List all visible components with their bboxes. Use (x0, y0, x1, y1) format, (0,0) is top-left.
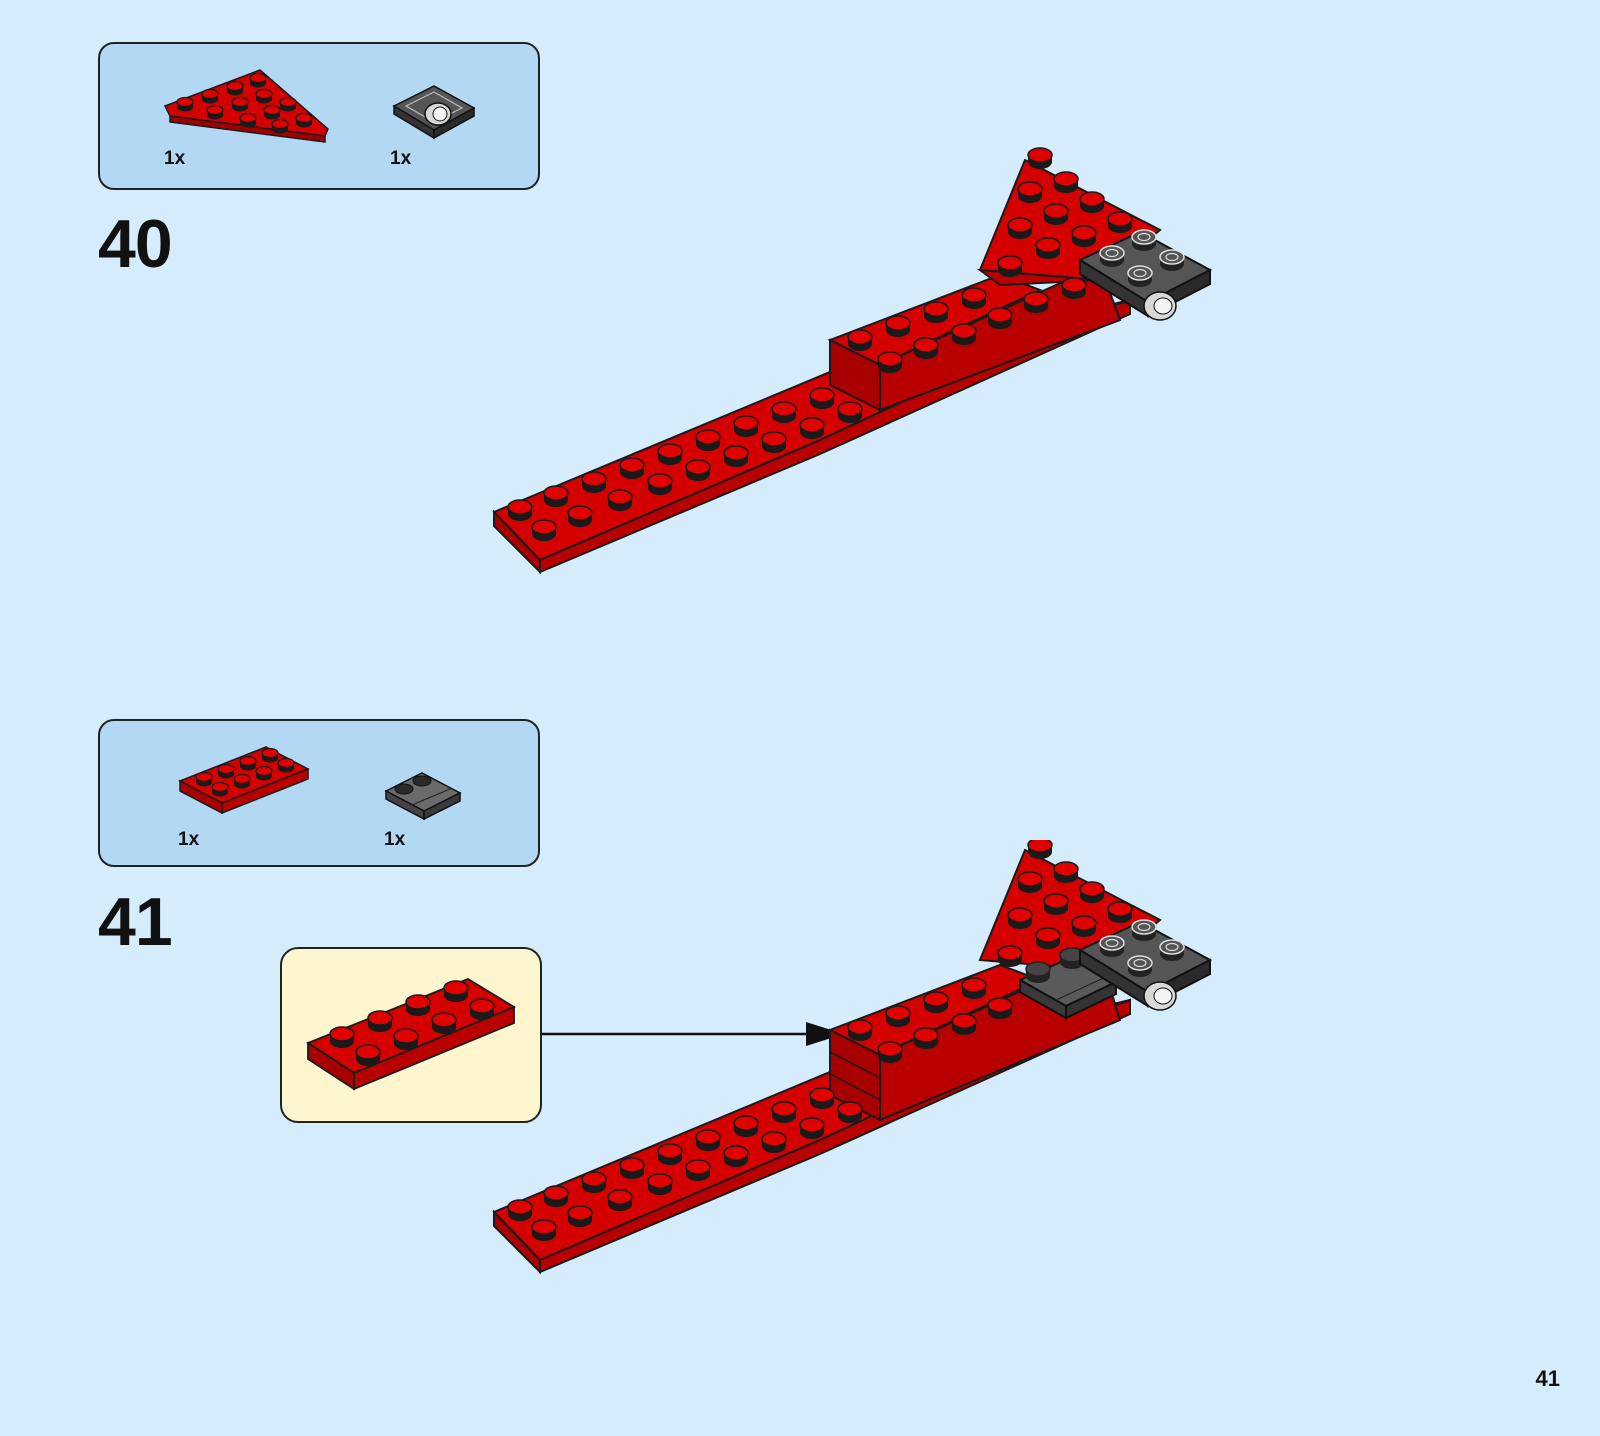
parts-list-step-40: 1x 1x (98, 42, 540, 190)
red-wedge-plate-icon (160, 64, 335, 144)
red-plate-2x4-icon (176, 741, 316, 821)
page-number: 41 (1536, 1366, 1560, 1392)
dark-gray-plate-with-pin-hole-icon (390, 82, 480, 142)
model-assembly-step-40 (480, 140, 1240, 600)
part-qty: 1x (178, 829, 199, 851)
step-number: 40 (98, 210, 172, 278)
model-assembly-step-41 (480, 840, 1240, 1300)
part-qty: 1x (390, 148, 411, 170)
step-number: 41 (98, 888, 172, 956)
dark-gray-plate-with-rail-icon (382, 767, 464, 823)
part-qty: 1x (164, 148, 185, 170)
parts-list-step-41: 1x 1x (98, 719, 540, 867)
part-qty: 1x (384, 829, 405, 851)
